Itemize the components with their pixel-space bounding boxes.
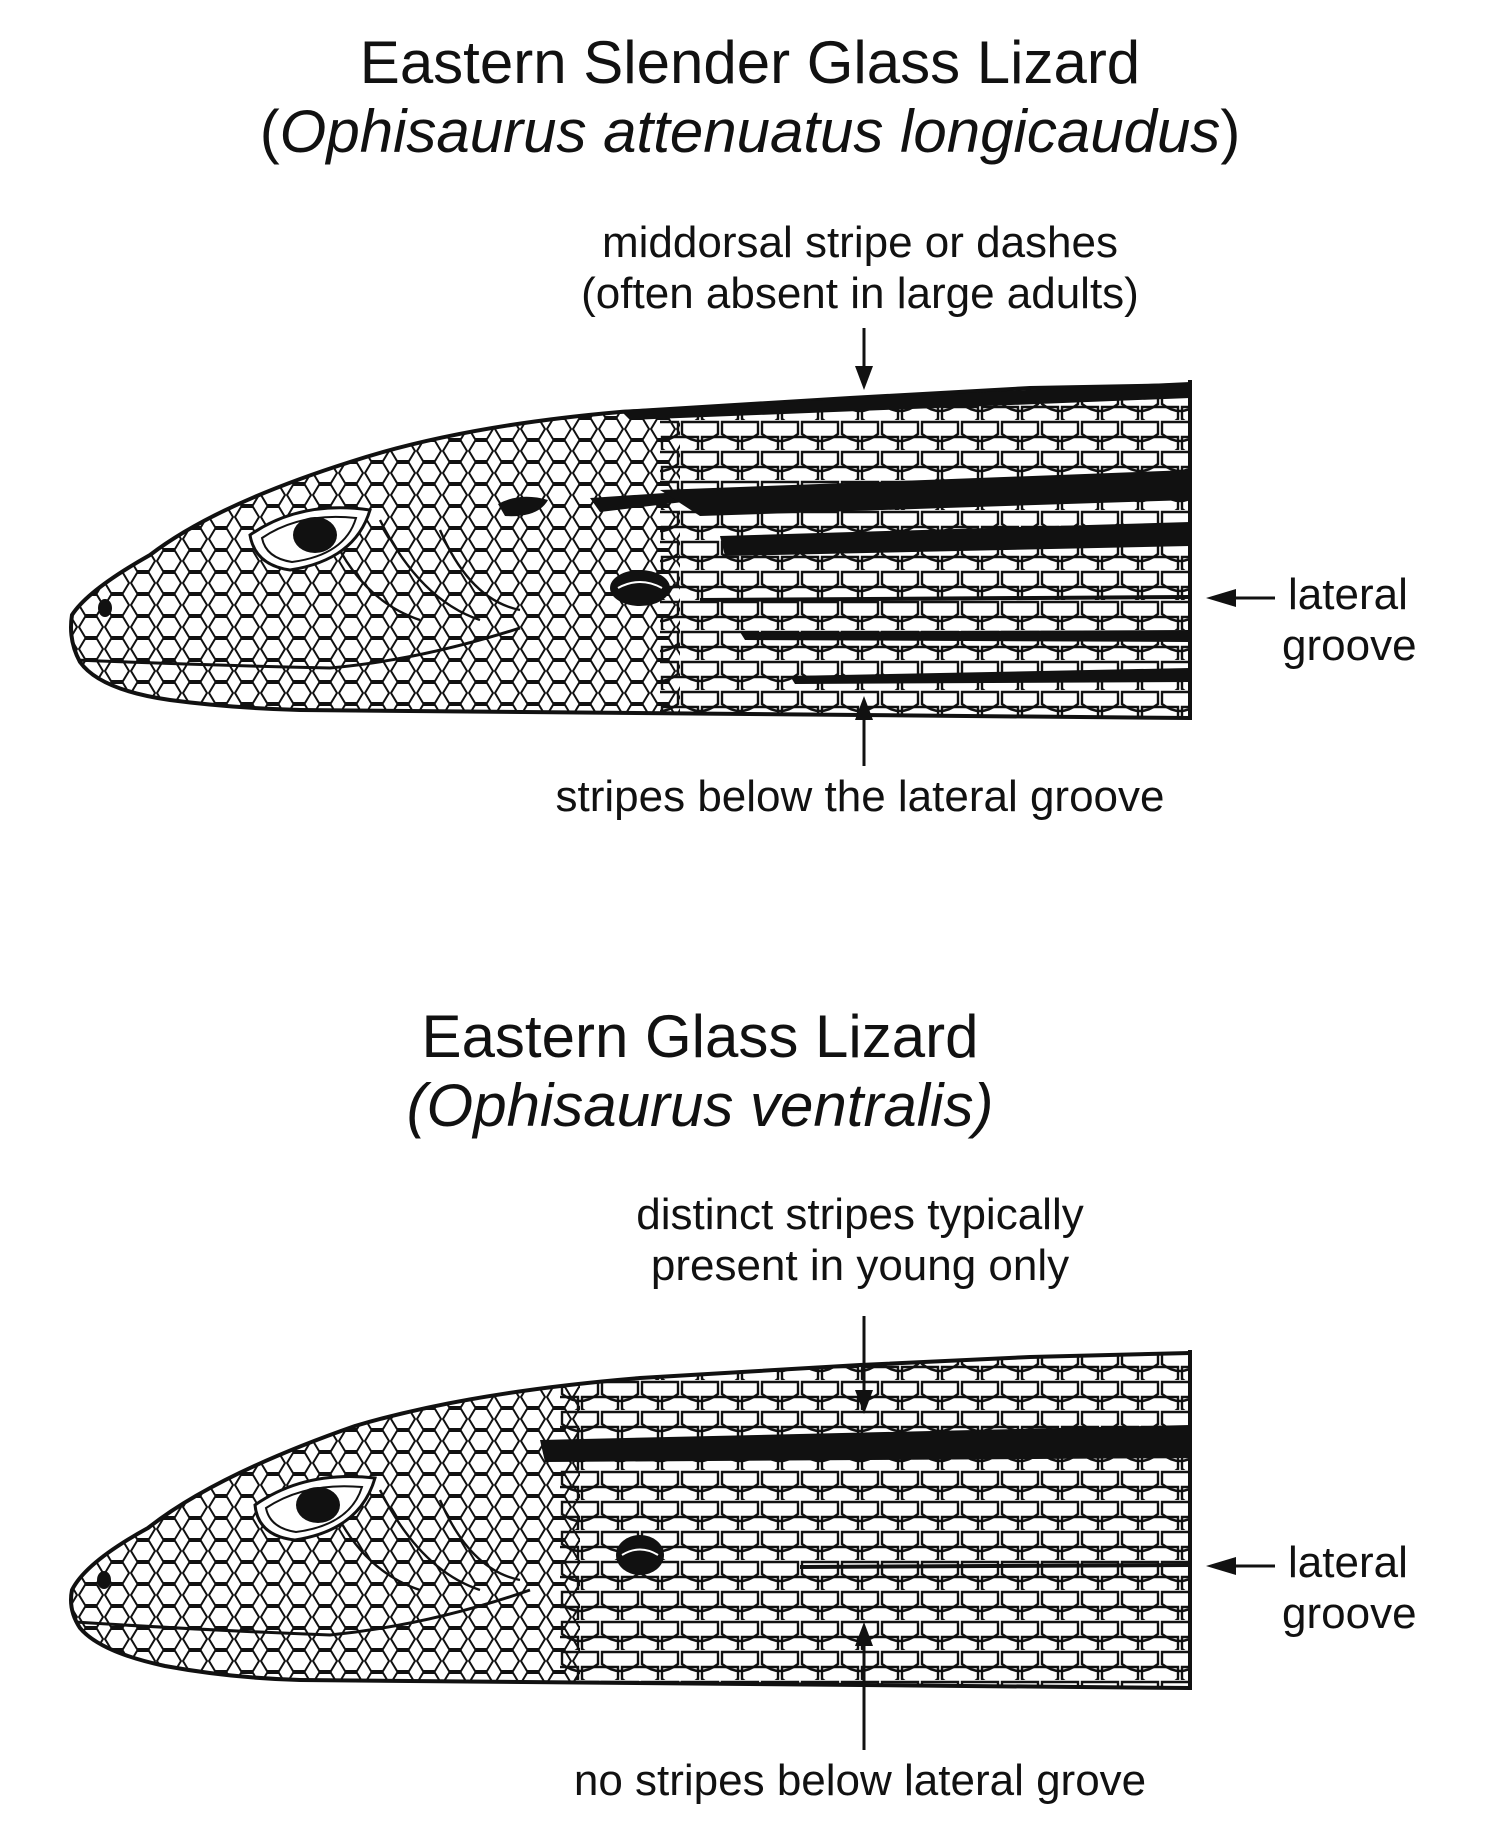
figure1-ear	[610, 570, 670, 606]
figure1-middorsal-stripe	[620, 382, 1190, 420]
figure1-arrows	[855, 328, 1275, 766]
figure1-top-label: middorsal stripe or dashes (often absent…	[581, 218, 1139, 318]
figure2-bottom-label: no stripes below lateral grove	[573, 1756, 1147, 1805]
figure2-top-label: distinct stripes typically present in yo…	[636, 1190, 1084, 1290]
figure1-common-name: Eastern Slender Glass Lizard	[359, 29, 1141, 96]
figure1-lizard-drawing	[69, 328, 1275, 766]
figure2-common-name: Eastern Glass Lizard	[421, 1003, 979, 1070]
figure1-nostril	[98, 599, 112, 617]
figure2-eye	[253, 1475, 377, 1542]
figure1-eye	[248, 506, 372, 572]
figure2-nostril	[97, 1571, 111, 1589]
figure2-lateral-groove-line	[799, 1563, 1190, 1569]
figure2-lateral-groove-label: lateral groove	[1282, 1538, 1417, 1638]
figure2-body-stripe	[540, 1425, 1190, 1462]
figure1-bottom-label: stripes below the lateral groove	[555, 772, 1165, 821]
figure2-lizard-drawing	[69, 1316, 1275, 1750]
figure1-lateral-groove-line	[699, 595, 1190, 602]
figure1-lateral-groove-label: lateral groove	[1282, 570, 1417, 670]
figure2-scientific-name: (Ophisaurus ventralis)	[406, 1072, 994, 1139]
figure1-title: Eastern Slender Glass Lizard (Ophisaurus…	[0, 28, 1500, 166]
figure1-body-stripes	[590, 470, 1190, 684]
figure2-arrows	[855, 1316, 1275, 1750]
figure1-scientific-name-line: (Ophisaurus attenuatus longicaudus)	[259, 98, 1241, 165]
figure2-title: Eastern Glass Lizard (Ophisaurus ventral…	[0, 1002, 1500, 1140]
figure2-ear	[616, 1535, 664, 1575]
figure1-scientific-name: Ophisaurus attenuatus longicaudus	[279, 98, 1221, 165]
